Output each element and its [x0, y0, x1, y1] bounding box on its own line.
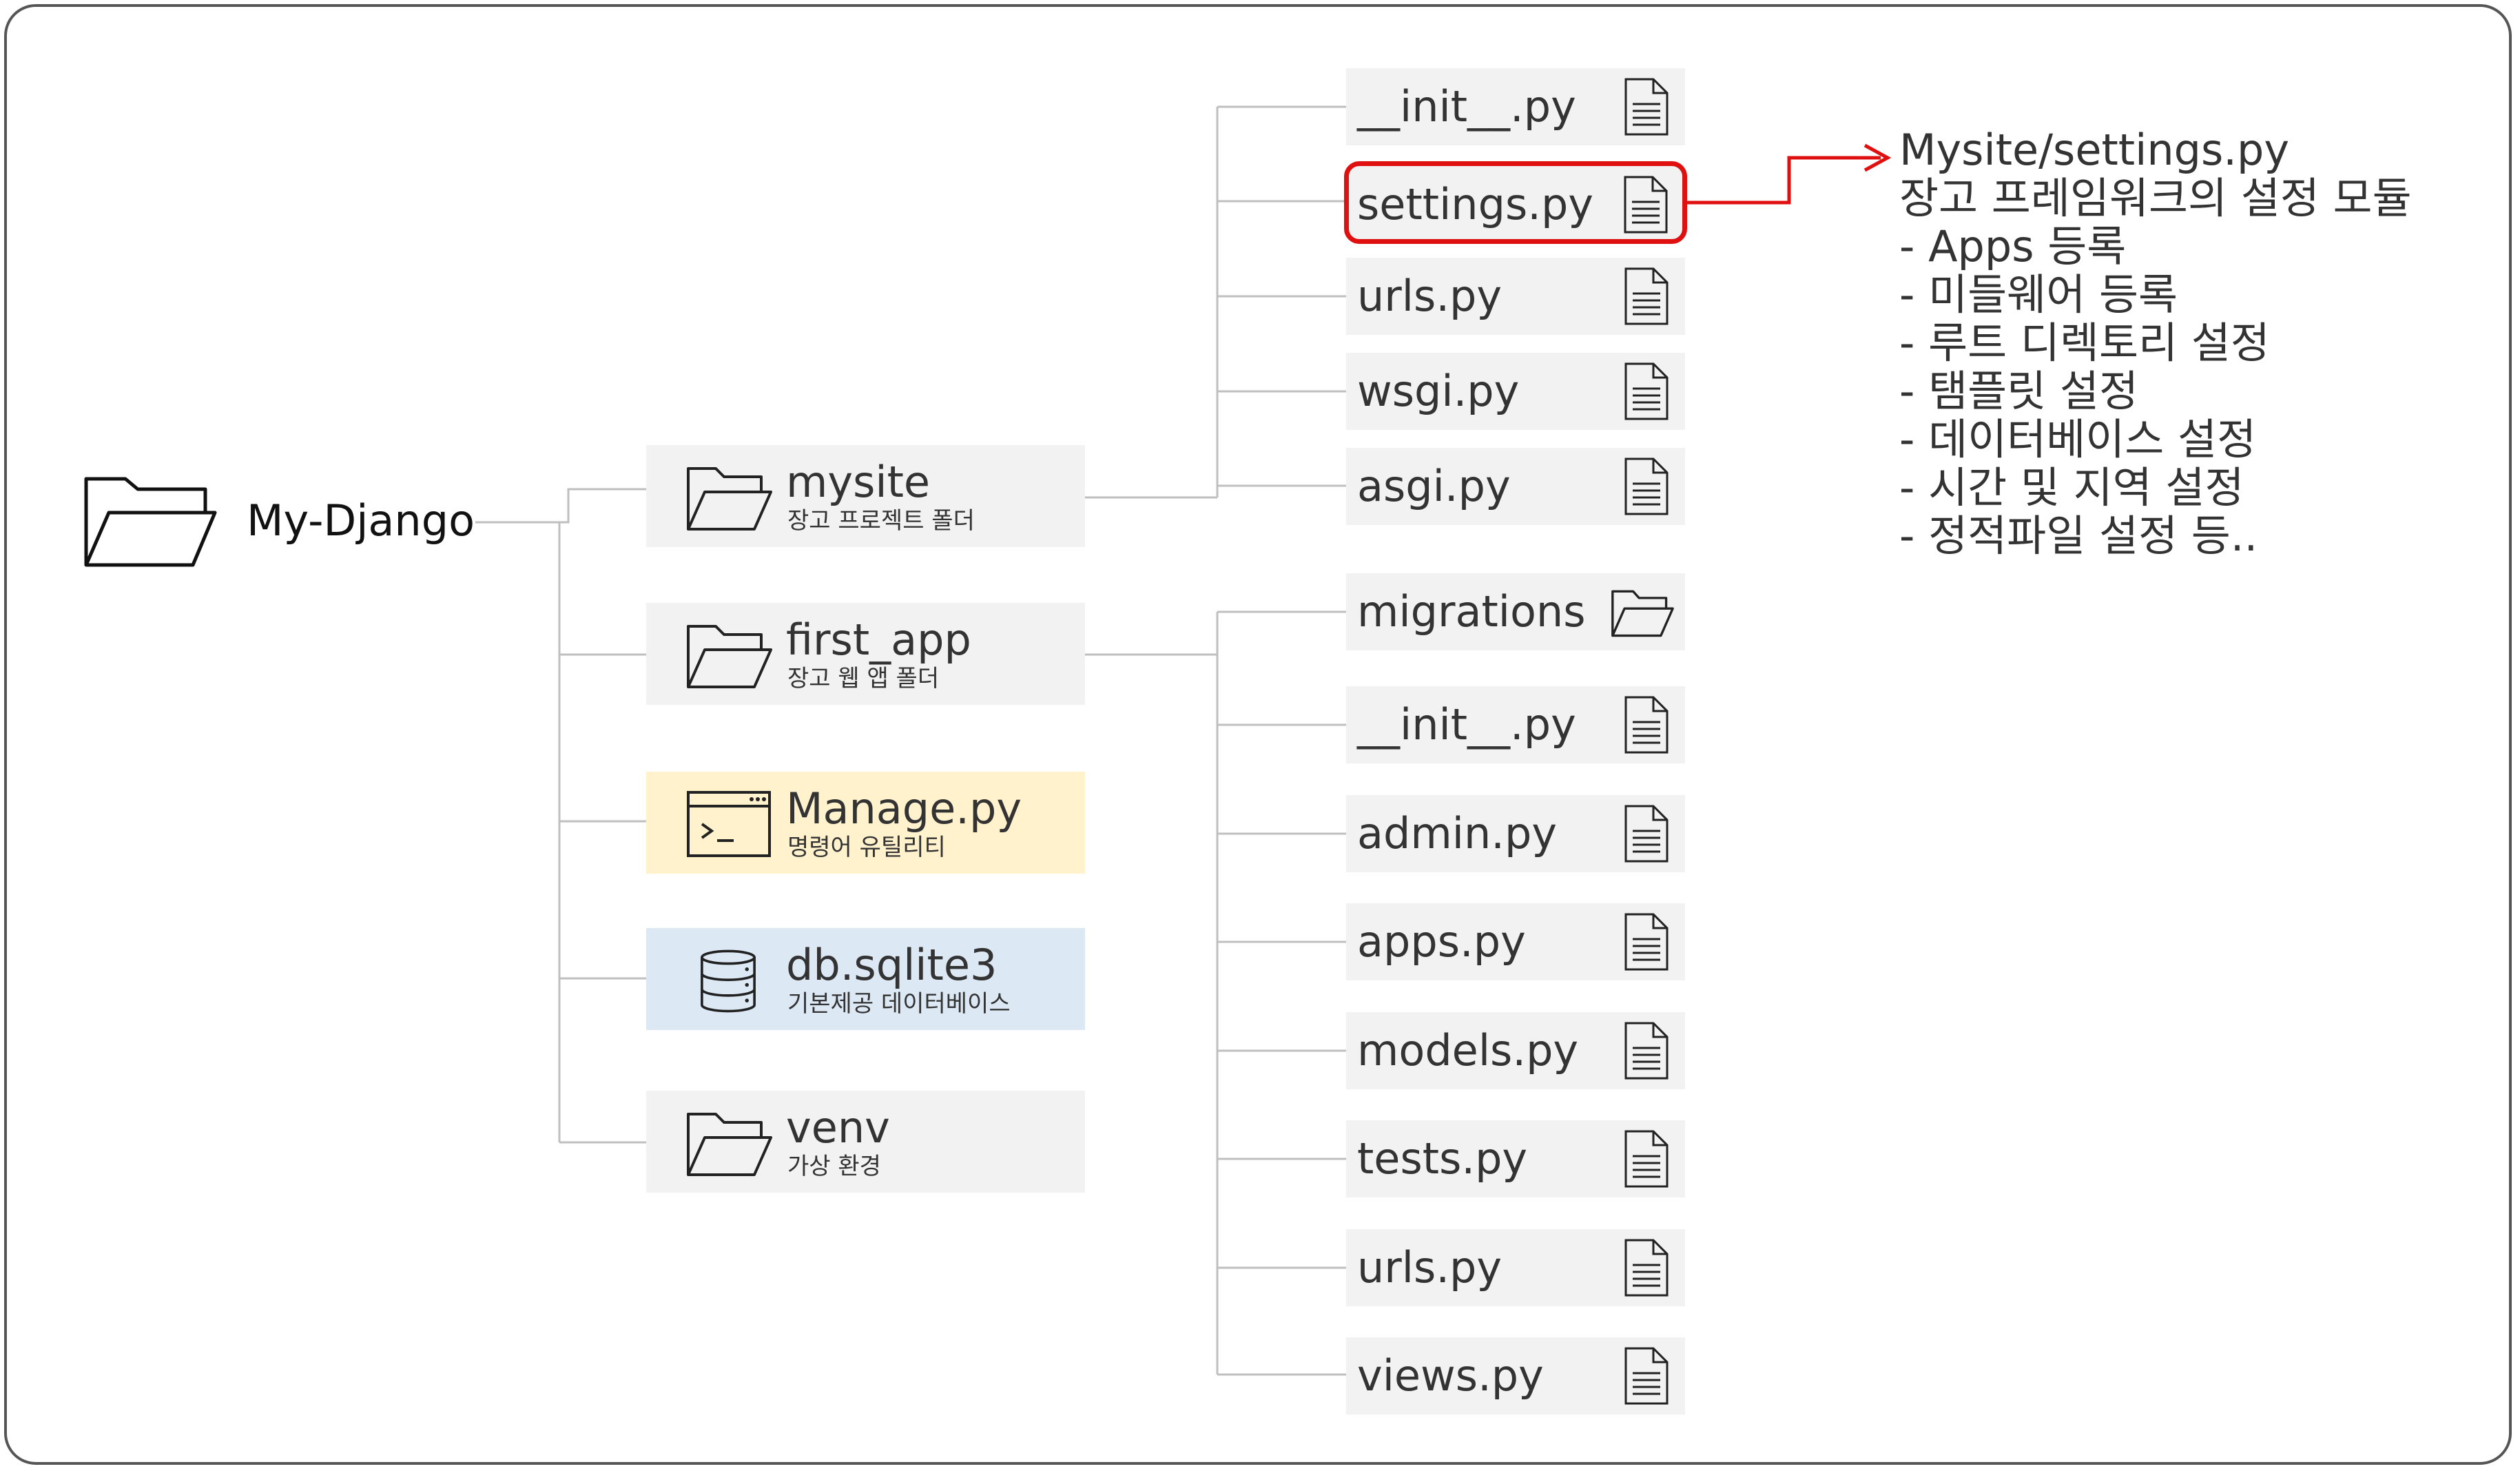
file-mysite-settings[interactable]: settings.py — [1344, 161, 1687, 244]
list-item: - 탬플릿 설정 — [1899, 366, 2138, 416]
file-mysite-init[interactable]: __init__.py — [1346, 68, 1685, 145]
file-name: __init__.py — [1357, 699, 1576, 750]
file-name: apps.py — [1357, 916, 1526, 967]
file-icon — [1624, 805, 1669, 863]
folder-open-icon — [84, 477, 217, 567]
file-name: wsgi.py — [1357, 366, 1520, 416]
folder-first-app-migrations[interactable]: migrations — [1346, 573, 1685, 650]
terminal-icon — [687, 791, 771, 857]
folder-venv[interactable]: venv 가상 환경 — [646, 1091, 1085, 1193]
file-mysite-asgi[interactable]: asgi.py — [1346, 448, 1685, 525]
folder-mysite[interactable]: mysite 장고 프로젝트 폴더 — [646, 445, 1085, 547]
file-first-app-models[interactable]: models.py — [1346, 1012, 1685, 1089]
folder-open-icon — [687, 467, 772, 531]
file-first-app-tests[interactable]: tests.py — [1346, 1120, 1685, 1197]
file-description: 명령어 유틸리티 — [787, 834, 946, 861]
file-description: 기본제공 데이터베이스 — [787, 990, 1011, 1018]
note-list: - Apps 등록 - 미들웨어 등록 - 루트 디렉토리 설정 - 탬플릿 설… — [1899, 223, 2412, 560]
file-name: db.sqlite3 — [786, 940, 998, 990]
file-first-app-apps[interactable]: apps.py — [1346, 903, 1685, 980]
file-icon — [1624, 696, 1669, 754]
folder-open-icon — [687, 625, 772, 688]
list-item: - 미들웨어 등록 — [1899, 269, 2178, 320]
file-name: migrations — [1357, 586, 1586, 637]
file-first-app-init[interactable]: __init__.py — [1346, 686, 1685, 763]
file-mysite-wsgi[interactable]: wsgi.py — [1346, 353, 1685, 430]
root-folder-label[interactable]: My-Django — [247, 495, 475, 546]
list-item: - 루트 디렉토리 설정 — [1899, 318, 2270, 368]
file-icon — [1624, 913, 1669, 971]
file-icon — [1624, 78, 1669, 136]
settings-note: Mysite/settings.py 장고 프레임워크의 설정 모듈 - App… — [1899, 126, 2412, 560]
file-name: asgi.py — [1357, 461, 1511, 511]
folder-open-icon — [1611, 590, 1674, 637]
file-name: models.py — [1357, 1025, 1579, 1076]
file-name: admin.py — [1357, 808, 1558, 858]
file-name: tests.py — [1357, 1133, 1528, 1184]
folder-description: 가상 환경 — [787, 1153, 881, 1180]
file-icon — [1624, 457, 1669, 515]
file-first-app-views[interactable]: views.py — [1346, 1337, 1685, 1415]
file-name: __init__.py — [1357, 81, 1576, 132]
file-icon — [1624, 362, 1669, 420]
connector-root — [475, 488, 648, 524]
file-icon — [1624, 1130, 1669, 1188]
folder-first-app[interactable]: first_app 장고 웹 앱 폴더 — [646, 603, 1085, 705]
file-icon — [1624, 176, 1668, 234]
list-item: - 시간 및 지역 설정 — [1899, 462, 2244, 513]
note-title: Mysite/settings.py — [1899, 125, 2290, 175]
file-icon — [1624, 1239, 1669, 1297]
file-mysite-urls[interactable]: urls.py — [1346, 258, 1685, 335]
folder-open-icon — [687, 1113, 772, 1176]
file-icon — [1624, 1022, 1669, 1080]
callout-arrow — [1685, 156, 1881, 205]
database-icon — [701, 949, 756, 1013]
folder-description: 장고 프로젝트 폴더 — [787, 507, 975, 535]
file-icon — [1624, 267, 1669, 325]
file-name: views.py — [1357, 1350, 1544, 1401]
file-manage-py[interactable]: Manage.py 명령어 유틸리티 — [646, 772, 1085, 874]
folder-description: 장고 웹 앱 폴더 — [787, 665, 940, 692]
file-icon — [1624, 1347, 1669, 1405]
note-subtitle: 장고 프레임워크의 설정 모듈 — [1899, 173, 2412, 223]
file-db-sqlite3[interactable]: db.sqlite3 기본제공 데이터베이스 — [646, 928, 1085, 1030]
folder-name: first_app — [786, 615, 971, 665]
list-item: - 정적파일 설정 등.. — [1899, 511, 2258, 561]
file-name: urls.py — [1357, 1242, 1502, 1293]
file-name: Manage.py — [786, 783, 1022, 834]
list-item: - 데이터베이스 설정 — [1899, 414, 2257, 464]
file-first-app-admin[interactable]: admin.py — [1346, 795, 1685, 872]
folder-name: venv — [786, 1102, 890, 1153]
list-item: - Apps 등록 — [1899, 221, 2127, 271]
file-name: urls.py — [1357, 271, 1502, 321]
file-name: settings.py — [1357, 179, 1593, 229]
file-first-app-urls[interactable]: urls.py — [1346, 1229, 1685, 1306]
diagram-frame — [4, 4, 2512, 1465]
folder-name: mysite — [786, 457, 931, 507]
